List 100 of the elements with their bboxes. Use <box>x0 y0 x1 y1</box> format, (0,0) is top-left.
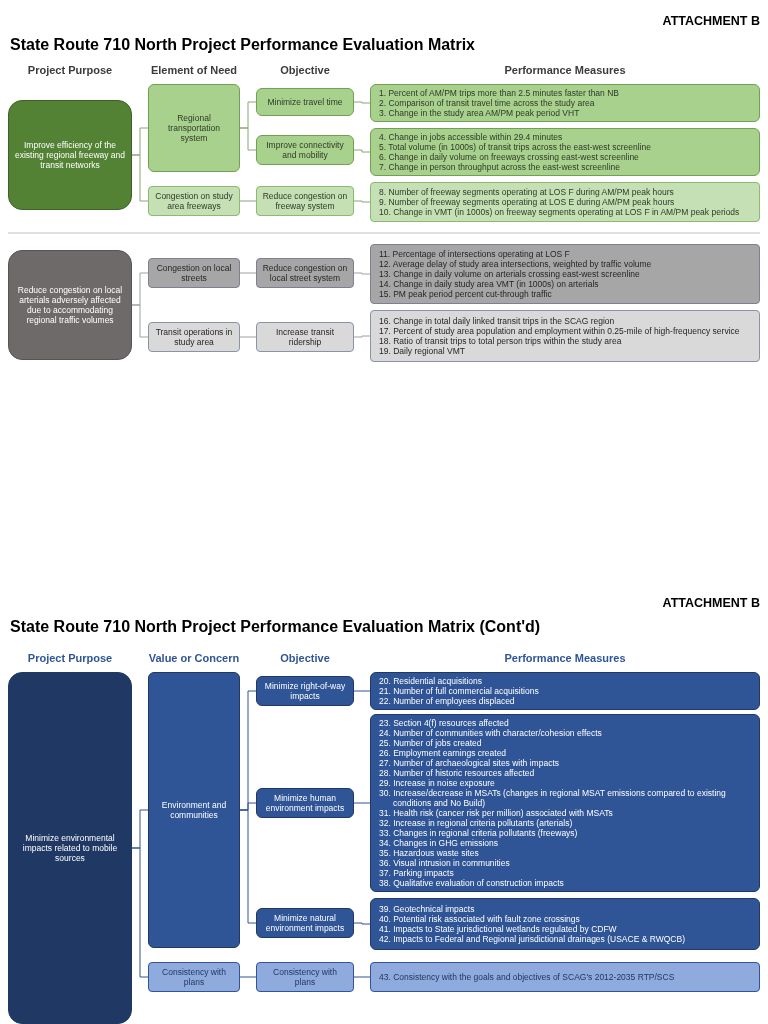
measure-item: 14. Change in daily study area VMT (in 1000s) on arterials <box>379 279 600 289</box>
column-header: Value or Concern <box>147 652 241 664</box>
connector-line <box>239 809 257 924</box>
measure-item: 13. Change in daily volume on arterials crossing east-west screenline <box>379 269 641 279</box>
box-text: Reduce congestion on freeway system <box>261 190 349 212</box>
measure-item: 23. Section 4(f) resources affected <box>379 717 510 728</box>
criteria-box <box>148 258 240 288</box>
page-title: State Route 710 North Project Performance Evaluation Matrix <box>10 36 476 54</box>
measure-item: 24. Number of communities with character/cohesion effects <box>379 727 603 738</box>
measure-item: 34. Changes in GHG emissions <box>379 838 500 849</box>
measure-item: 10. Change in VMT (in 1000s) on freeway segments operating at LOS F in AM/PM peak periods <box>379 207 741 217</box>
measure-item: 15. PM peak period percent cut-through traffic <box>379 289 553 300</box>
measures-box <box>370 962 760 992</box>
box-text: Reduce congestion on local street system <box>261 262 349 284</box>
measure-item: 43. Consistency with the goals and objectives of SCAG's 2012-2035 RTP/SCS <box>379 972 676 982</box>
measure-item: 22. Number of employees displaced <box>379 696 516 706</box>
page-title: State Route 710 North Project Performance Evaluation Matrix (Cont'd) <box>10 618 542 636</box>
connector-line <box>131 304 149 338</box>
measure-item: 29. Increase in noise exposure <box>379 777 496 788</box>
box-text: Environment and communities <box>160 799 228 821</box>
criteria-box <box>148 962 240 992</box>
box-text: Congestion on study area freeways <box>154 190 234 212</box>
measures-box <box>370 244 760 304</box>
criteria-box <box>148 186 240 216</box>
measure-item: 20. Residential acquisitions <box>379 675 483 686</box>
measure-item: 9. Number of freeway segments operating at LOS E during AM/PM peak hours <box>379 197 676 207</box>
criteria-box <box>256 88 354 116</box>
measures-box <box>370 898 760 950</box>
measure-item: 32. Increase in regional criteria pollutants (arterials) <box>379 818 574 829</box>
measure-item: 41. Impacts to State jurisdictional wetlands regulated by CDFW <box>379 924 618 934</box>
measure-item: 27. Number of archaeological sites with impacts <box>379 757 560 768</box>
measure-item: 11. Percentage of intersections operating at LOS F <box>379 248 571 259</box>
connector-line <box>239 976 257 978</box>
column-header: Performance Measures <box>503 64 627 76</box>
connector-line <box>353 802 371 804</box>
criteria-box <box>256 908 354 938</box>
measures-box <box>370 714 760 892</box>
connector-line <box>353 976 371 978</box>
measures-box <box>370 310 760 362</box>
measure-item: 42. Impacts to Federal and Regional jurisdictional drainages (USACE & RWQCB) <box>379 934 686 945</box>
purpose-box <box>8 250 132 360</box>
box-text: Improve connectivity and mobility <box>265 139 345 161</box>
measure-item: 6. Change in daily volume on freeways crossing east-west screenline <box>379 152 640 162</box>
measures-box <box>370 128 760 176</box>
criteria-box <box>148 322 240 352</box>
measure-item: 1. Percent of AM/PM trips more than 2.5 minutes faster than NB <box>379 87 620 98</box>
column-header: Element of Need <box>149 64 239 76</box>
measure-item: 39. Geotechnical impacts <box>379 903 476 914</box>
box-text: Improve efficiency of the existing regional freeway and transit networks <box>13 139 127 171</box>
box-text: Minimize travel time <box>266 96 344 108</box>
criteria-box <box>256 962 354 992</box>
measure-item: 31. Health risk (cancer risk per million) associated with MSATs <box>379 808 614 818</box>
connector-line <box>239 336 257 338</box>
measure-item: 37. Parking impacts <box>379 868 455 879</box>
measure-item: 25. Number of jobs created <box>379 737 483 748</box>
column-header: Objective <box>279 652 331 664</box>
measure-item: 7. Change in person throughput across the east-west screenline <box>379 162 621 173</box>
criteria-box <box>256 676 354 706</box>
measure-item: 40. Potential risk associated with fault zone crossings <box>379 914 581 924</box>
box-text: Minimize human environment impacts <box>264 792 346 814</box>
column-header: Performance Measures <box>503 652 627 664</box>
connector-line <box>353 335 371 338</box>
attachment-label: ATTACHMENT B <box>661 596 760 610</box>
criteria-box <box>256 322 354 352</box>
connector-line <box>353 272 371 275</box>
box-text: Reduce congestion on local arterials adversely affected due to accommodating regional traffic volumes <box>16 284 124 326</box>
connector-line <box>353 149 371 153</box>
criteria-box <box>148 672 240 948</box>
measure-item: 26. Employment earnings created <box>379 747 508 758</box>
measure-item: 18. Ratio of transit trips to total person trips within the study area <box>379 336 623 346</box>
measures-box <box>370 182 760 222</box>
measure-item: 3. Change in the study area AM/PM peak period VHT <box>379 108 581 118</box>
measure-item: 38. Qualitative evaluation of construction impacts <box>379 878 565 889</box>
measure-item: 30. Increase/decrease in MSATs (changes in regional MSAT emissions compared to existing conditions and No Build) <box>379 787 727 808</box>
box-text: Consistency with plans <box>272 966 338 988</box>
measure-item: 4. Change in jobs accessible within 29.4 minutes <box>379 131 564 142</box>
criteria-box <box>256 135 354 165</box>
measure-item: 35. Hazardous waste sites <box>379 848 480 859</box>
connector-line <box>239 127 257 151</box>
measure-item: 8. Number of freeway segments operating at LOS F during AM/PM peak hours <box>379 186 675 197</box>
column-header: Project Purpose <box>26 64 114 76</box>
criteria-box <box>256 788 354 818</box>
measure-item: 21. Number of full commercial acquisitions <box>379 686 540 696</box>
connector-line <box>131 154 149 202</box>
measure-item: 16. Change in total daily linked transit trips in the SCAG region <box>379 315 616 326</box>
measure-item: 17. Percent of study area population and employment within 0.25-mile of high-frequency service <box>379 326 741 336</box>
connector-line <box>353 101 371 104</box>
measure-item: 28. Number of historic resources affected <box>379 767 535 778</box>
box-text: Congestion on local streets <box>155 262 233 284</box>
box-text: Increase transit ridership <box>274 326 336 348</box>
purpose-box <box>8 100 132 210</box>
measure-item: 36. Visual intrusion in communities <box>379 858 511 869</box>
measure-item: 2. Comparison of transit travel time across the study area <box>379 98 596 108</box>
box-text: Minimize environmental impacts related to mobile sources <box>21 832 119 864</box>
connector-line <box>131 847 149 978</box>
box-text: Transit operations in study area <box>154 326 234 348</box>
connector-line <box>239 272 257 274</box>
connector-line <box>239 200 257 202</box>
measure-item: 5. Total volume (in 1000s) of transit trips across the east-west screenline <box>379 142 652 152</box>
connector-line <box>353 200 371 203</box>
